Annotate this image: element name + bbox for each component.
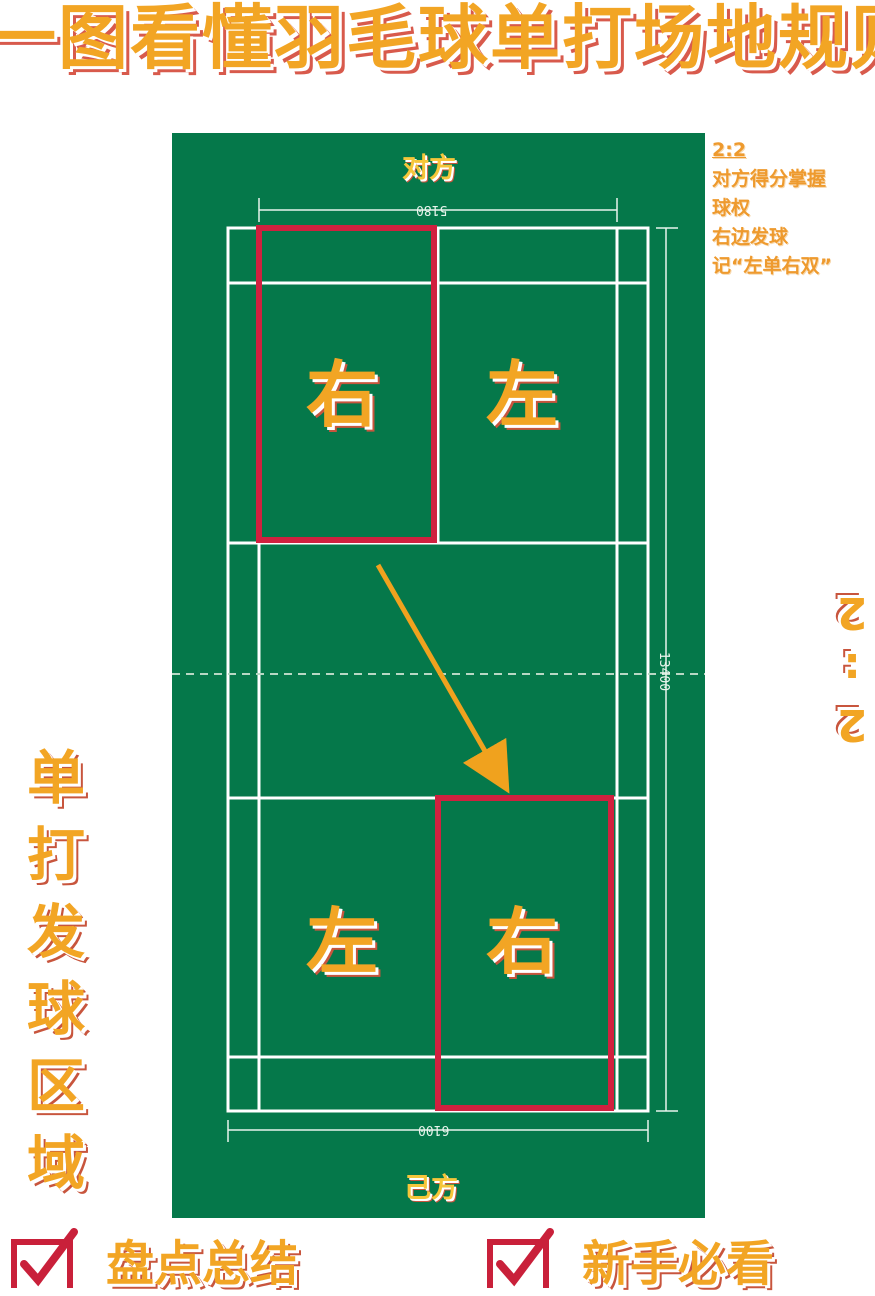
vertical-score-char: 2	[836, 587, 868, 638]
side-note: 2:2 对方得分掌握 球权 右边发球 记“左单右双”	[712, 136, 875, 316]
serve-direction-arrow	[375, 563, 510, 794]
side-note-score: 2:2	[712, 139, 747, 161]
vertical-score: 2 : 2	[826, 584, 875, 752]
footer-left-label: 盘点总结	[106, 1236, 299, 1292]
dim-length: 13400	[656, 651, 672, 692]
zone-top-left: 右	[305, 353, 378, 437]
vertical-score-char: :	[843, 643, 861, 694]
footer-right-label: 新手必看	[582, 1236, 775, 1292]
vertical-title-char: 区	[26, 1052, 85, 1120]
zone-bottom-left: 左	[305, 900, 378, 984]
vertical-title-char: 单	[26, 744, 85, 812]
vertical-score-char: 2	[836, 699, 868, 750]
vertical-title: 单 打 发 球 区 域	[20, 740, 92, 1202]
side-note-line1: 对方得分掌握	[712, 168, 827, 190]
zone-bottom-right: 右	[485, 900, 558, 984]
side-note-line4: 记“左单右双”	[712, 255, 832, 277]
court-top-label: 对方	[402, 153, 456, 184]
serve-zone-highlight-top	[256, 225, 437, 543]
vertical-title-char: 域	[26, 1129, 85, 1197]
dim-top-width: 5180	[416, 202, 448, 217]
court-bottom-label: 己方	[404, 1173, 458, 1204]
page-title: 一图看懂羽毛球单打场地规则	[0, 0, 875, 78]
checkbox-icon	[11, 1228, 78, 1288]
checkbox-icon	[487, 1228, 554, 1288]
footer-right-item: 新手必看	[486, 1228, 774, 1292]
zone-top-right: 左	[485, 353, 558, 437]
serve-zone-highlight-bottom	[435, 795, 614, 1111]
vertical-title-char: 球	[26, 975, 85, 1043]
footer-left-item: 盘点总结	[10, 1228, 298, 1292]
side-note-line3: 右边发球	[712, 226, 789, 248]
dim-bottom-width: 6100	[418, 1122, 450, 1137]
vertical-title-char: 发	[26, 898, 85, 966]
vertical-title-char: 打	[26, 821, 85, 889]
side-note-line2: 球权	[712, 197, 751, 219]
